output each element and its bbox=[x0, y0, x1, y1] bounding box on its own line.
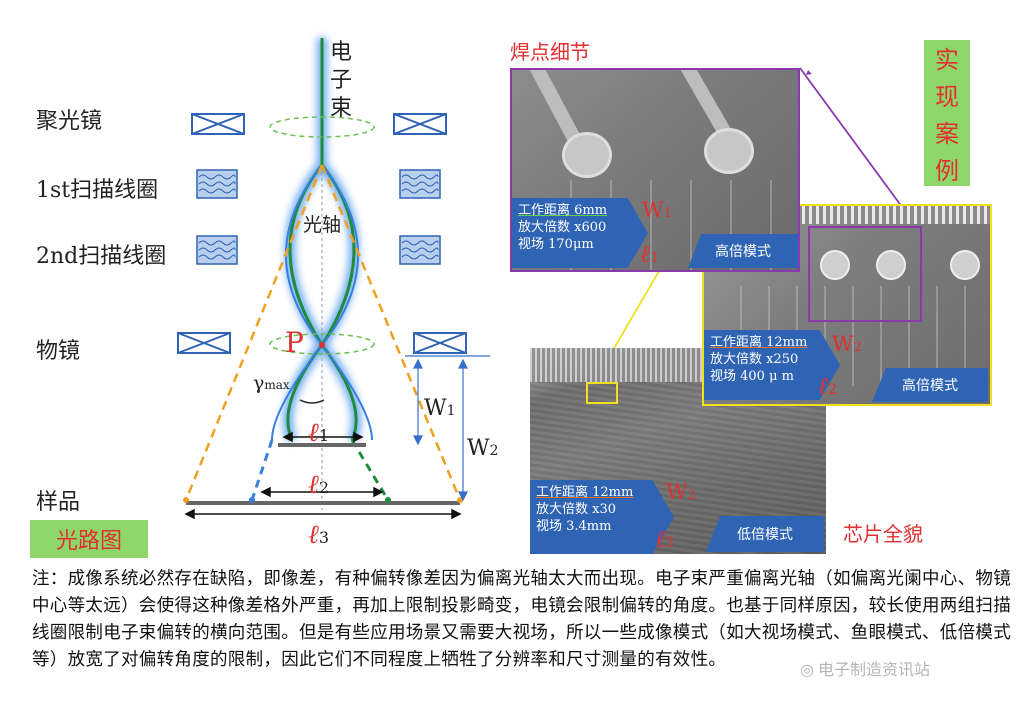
info-high-line-3: 视场 170μm bbox=[518, 237, 594, 252]
watermark: ◎电子制造资讯站 bbox=[800, 656, 930, 680]
label-condenser: 聚光镜 bbox=[36, 109, 103, 134]
label-l3: ℓ3 bbox=[308, 520, 330, 550]
objective-coil-left bbox=[177, 332, 231, 354]
scan-coil-1-right bbox=[399, 169, 441, 199]
scan-coil-2-right bbox=[399, 235, 441, 265]
label-optical-axis: 光轴 bbox=[303, 214, 342, 236]
mid-w-label: W2 bbox=[832, 332, 862, 356]
scan-coil-2-left bbox=[196, 235, 238, 265]
case-badge-char: 例 bbox=[935, 157, 959, 185]
title-chip-overview: 芯片全貌 bbox=[843, 522, 923, 546]
label-scan-coil-1: 1st扫描线圈 bbox=[36, 178, 159, 203]
electron-beam-core bbox=[271, 164, 373, 441]
working-distance-markers bbox=[405, 355, 490, 502]
l1-arrow bbox=[282, 431, 364, 443]
watermark-icon: ◎ bbox=[800, 660, 814, 679]
mode-high: 高倍模式 bbox=[688, 234, 798, 268]
zoom-region-yellow bbox=[586, 382, 618, 404]
watermark-text: 电子制造资讯站 bbox=[817, 660, 930, 679]
case-badge-char: 案 bbox=[935, 120, 959, 148]
high-pad-2 bbox=[704, 128, 754, 174]
mid-l-label: ℓ2 bbox=[818, 372, 837, 400]
info-high: 工作距离 6mm 放大倍数 x600 视场 170μm bbox=[512, 198, 648, 268]
label-gamma-max: γmax bbox=[253, 372, 290, 394]
label-w1: W1 bbox=[424, 396, 456, 421]
scan-coil-1-left bbox=[196, 169, 238, 199]
mode-mid: 高倍模式 bbox=[872, 368, 988, 402]
objective-coil-right bbox=[413, 332, 467, 354]
case-badge-char: 现 bbox=[935, 83, 959, 111]
mid-pad-3 bbox=[950, 250, 980, 280]
label-beam-char-2: 子 bbox=[330, 68, 353, 93]
info-high-line-2: 放大倍数 x600 bbox=[518, 220, 607, 235]
case-badge-char: 实 bbox=[935, 46, 959, 74]
info-mid-line-1: 工作距离 12mm bbox=[710, 335, 808, 350]
label-beam-char-1: 电 bbox=[330, 40, 353, 65]
title-solder-detail: 焊点细节 bbox=[510, 40, 590, 64]
crossover-point bbox=[319, 342, 325, 348]
beam-extension-left bbox=[250, 439, 274, 501]
info-low-line-2: 放大倍数 x30 bbox=[536, 502, 617, 517]
l3-arrow bbox=[184, 508, 462, 520]
mid-pad-2 bbox=[876, 250, 906, 280]
info-low-line-1: 工作距离 12mm bbox=[536, 485, 634, 500]
info-mid-line-3: 视场 400 μ m bbox=[710, 369, 794, 384]
label-beam-char-3: 束 bbox=[330, 96, 353, 121]
info-low-mag: 工作距离 12mm 放大倍数 x30 视场 3.4mm bbox=[530, 480, 674, 554]
sem-image-mid bbox=[702, 204, 992, 406]
condenser-coil-right bbox=[393, 113, 447, 135]
case-study-badge: 实 现 案 例 bbox=[924, 40, 970, 186]
electron-beam bbox=[286, 38, 358, 441]
high-l-label: ℓ1 bbox=[640, 240, 659, 268]
label-sample: 样品 bbox=[36, 490, 81, 515]
label-point-p: P bbox=[285, 326, 304, 359]
high-pad-1 bbox=[562, 132, 612, 178]
info-mid-line-2: 放大倍数 x250 bbox=[710, 352, 799, 367]
label-l2: ℓ2 bbox=[308, 470, 330, 500]
beam-extension-right bbox=[350, 439, 390, 501]
optical-path-badge: 光路图 bbox=[30, 520, 148, 558]
info-high-line-1: 工作距离 6mm bbox=[518, 203, 608, 218]
info-mid: 工作距离 12mm 放大倍数 x250 视场 400 μ m bbox=[704, 330, 840, 400]
mid-pad-1 bbox=[820, 250, 850, 280]
low-l-label: ℓ3 bbox=[655, 525, 674, 553]
low-w-label: W2 bbox=[666, 480, 696, 504]
max-deflection-cone bbox=[184, 164, 462, 501]
label-scan-coil-2: 2nd扫描线圈 bbox=[36, 244, 167, 269]
gamma-arc bbox=[299, 399, 325, 404]
label-objective: 物镜 bbox=[36, 339, 81, 364]
objective-plane bbox=[269, 333, 375, 355]
info-low-line-3: 视场 3.4mm bbox=[536, 519, 612, 534]
optical-path-badge-text: 光路图 bbox=[55, 529, 122, 554]
optical-path-diagram bbox=[177, 38, 490, 520]
high-w-label: W1 bbox=[642, 198, 672, 222]
mode-low: 低倍模式 bbox=[706, 516, 824, 552]
l2-arrow bbox=[260, 486, 384, 498]
condenser-plane bbox=[269, 116, 375, 138]
explanatory-note: 注：成像系统必然存在缺陷，即像差，有种偏转像差因为偏离光轴太大而出现。电子束严重… bbox=[32, 569, 1011, 670]
condenser-coil-left bbox=[191, 113, 245, 135]
label-w2: W2 bbox=[467, 436, 499, 461]
label-l1: ℓ1 bbox=[308, 418, 330, 448]
zoom-region-purple bbox=[808, 226, 922, 322]
